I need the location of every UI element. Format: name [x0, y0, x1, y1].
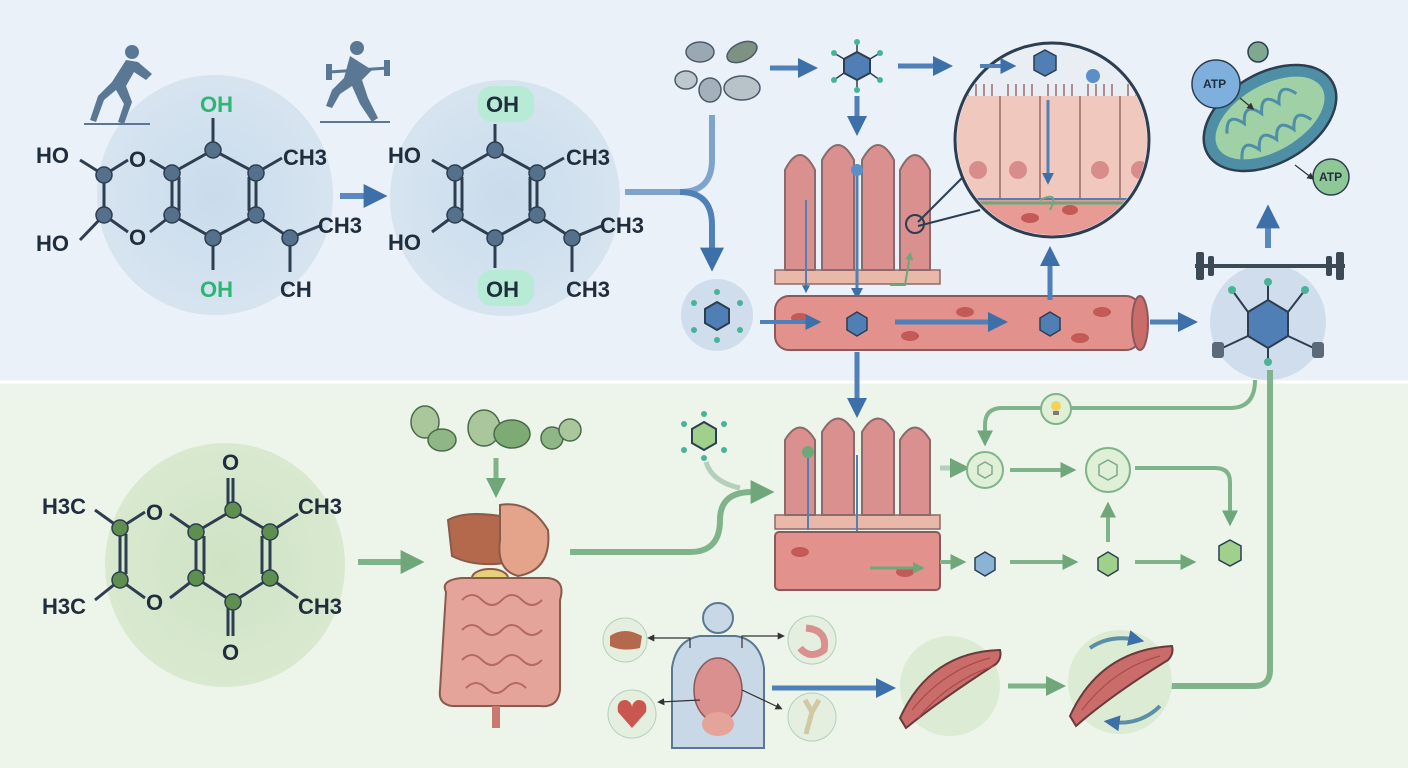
atp-top-label: ATP — [1203, 77, 1226, 91]
mol-c-h3c-upper: H3C — [42, 494, 86, 519]
return-path-right — [1170, 370, 1273, 689]
stomach-icon — [787, 615, 837, 665]
digestive-system-icon — [438, 503, 563, 728]
liver-icon — [602, 617, 648, 663]
blood-vessel-icon — [774, 295, 1149, 351]
mol-a-ch-bottom: CH — [280, 277, 312, 302]
weightlifter-icon — [320, 41, 390, 123]
atp-bottom-label: ATP — [1319, 170, 1342, 184]
mol-b-ch3-right: CH3 — [566, 145, 610, 170]
barbell-icon — [1195, 252, 1345, 380]
molecule-b: OH HO HO CH3 CH3 OH CH3 — [388, 80, 644, 316]
mol-a-oh-bottom: OH — [200, 277, 233, 302]
mol-b-ch3-bottom: CH3 — [566, 277, 610, 302]
fruit-icon — [410, 405, 582, 452]
mol-c-ch3-lower: CH3 — [298, 594, 342, 619]
mol-a-ho-lower: HO — [36, 231, 69, 256]
mol-a-ch3-branch: CH3 — [318, 213, 362, 238]
mol-c-o-ring-lower: O — [146, 590, 163, 615]
mol-c-o-bottom: O — [222, 640, 239, 665]
flow-b-down — [679, 189, 724, 272]
food-icon — [674, 40, 761, 103]
mol-b-ch3-branch: CH3 — [600, 213, 644, 238]
flow-to-villi-bottom — [570, 480, 775, 555]
small-molecule-circle — [681, 279, 753, 351]
mol-a-oh-top: OH — [200, 92, 233, 117]
molecule-c: O O O O H3C H3C CH3 CH3 — [42, 443, 345, 687]
villi-icon — [774, 144, 941, 300]
small-molecule-bottom — [681, 411, 741, 491]
mol-c-o-top: O — [222, 450, 239, 475]
mol-b-ho-upper: HO — [388, 143, 421, 168]
muscle-icon-cycle — [1068, 630, 1174, 734]
return-path-top — [977, 379, 1257, 447]
mol-c-ch3-upper: CH3 — [298, 494, 342, 519]
mol-b-oh-top: OH — [486, 92, 519, 117]
muscle-icon — [898, 636, 1002, 736]
heart-icon — [607, 689, 657, 739]
lightbulb-icon — [1040, 393, 1072, 425]
mitochondria-icon: ATP ATP — [1191, 41, 1350, 196]
runner-icon — [84, 45, 152, 125]
mol-b-ho-lower: HO — [388, 230, 421, 255]
villi-bottom-icon — [774, 417, 941, 591]
mol-c-h3c-lower: H3C — [42, 594, 86, 619]
mol-b-oh-bottom: OH — [486, 277, 519, 302]
mol-a-ch3-right: CH3 — [283, 145, 327, 170]
mol-a-ho-upper: HO — [36, 143, 69, 168]
mol-c-o-ring-upper: O — [146, 500, 163, 525]
small-molecule-top — [831, 39, 883, 93]
mol-a-o-upper: O — [129, 147, 146, 172]
mol-a-o-lower: O — [129, 225, 146, 250]
human-body-icon — [671, 602, 765, 749]
bottom-molecule-chain — [940, 447, 1242, 577]
molecule-a: OH HO HO O O CH3 CH3 OH CH — [36, 75, 362, 315]
joint-icon — [787, 692, 837, 742]
